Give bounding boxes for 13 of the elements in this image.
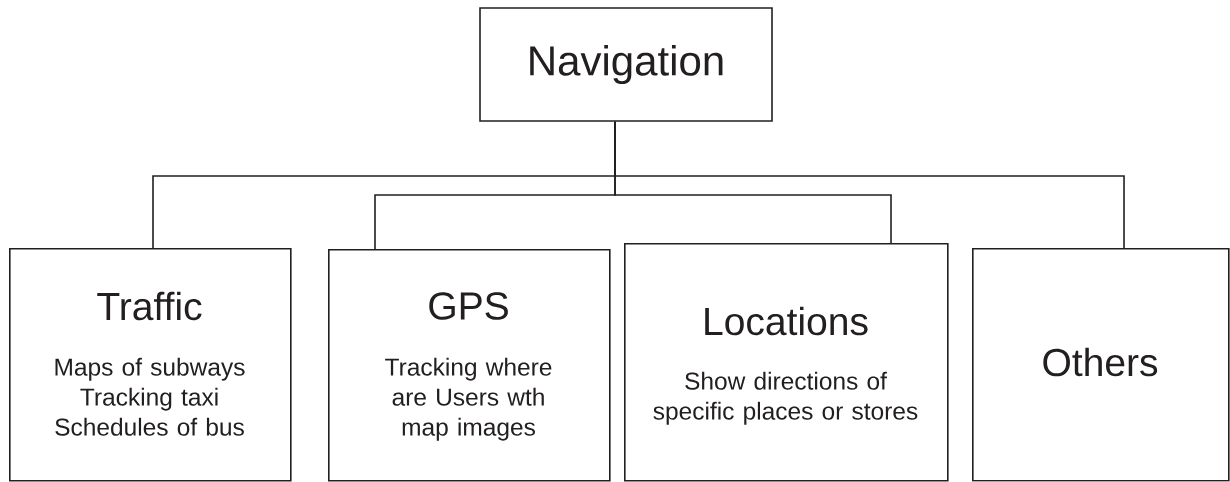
category-box [9, 248, 292, 482]
category-box [328, 249, 611, 482]
box-heading: Others [1043, 347, 1158, 377]
connector-line [614, 121, 1125, 249]
box-description: Tracking where are Users wth map images [385, 357, 552, 441]
category-box [624, 243, 949, 482]
box-description: Maps of subways Tracking taxi Schedules of bus [55, 357, 245, 436]
box-description: Show directions of specific places or stores [653, 371, 918, 425]
box-heading: Traffic [97, 291, 202, 321]
root-box: Navigation [479, 7, 773, 122]
box-heading: Locations [705, 306, 868, 336]
box-heading: GPS [429, 292, 508, 320]
category-box [972, 248, 1230, 482]
